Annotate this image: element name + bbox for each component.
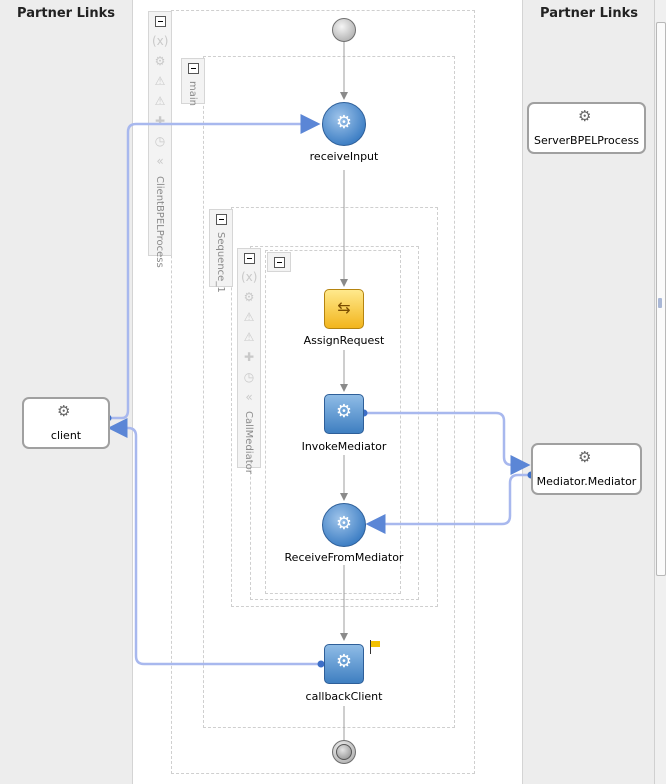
sequence-scope [231, 207, 438, 607]
assign-request-label: AssignRequest [303, 334, 385, 347]
rewind-icon[interactable]: « [245, 390, 253, 404]
collapse-main-button[interactable] [188, 63, 199, 74]
inner-sequence-scope [265, 250, 401, 594]
correlation-icon[interactable]: ⚙ [243, 290, 255, 304]
partner-links-left-title: Partner Links [17, 6, 115, 21]
partner-link-mediator[interactable]: ⚙ Mediator.Mediator [531, 443, 642, 495]
gear-partner-icon: ⚙ [578, 448, 592, 466]
callback-client-label: callbackClient [305, 690, 383, 703]
gear-partner-icon: ⚙ [57, 402, 71, 420]
gear-icon: ⚙ [335, 112, 353, 133]
fault-handler-icon[interactable]: ⚠ [243, 310, 255, 324]
collapse-process-button[interactable] [155, 16, 166, 27]
invoke-mediator-activity[interactable]: ⚙ [324, 394, 364, 434]
rewind-icon[interactable]: « [156, 154, 164, 168]
call-mediator-toolbar: (x) ⚙ ⚠ ⚠ ✚ ◷ « CallMediator [237, 248, 261, 474]
compensation-icon[interactable]: ✚ [243, 350, 255, 364]
partner-link-server-bpel-process[interactable]: ⚙ ServerBPELProcess [527, 102, 646, 154]
receive-from-mediator-label: ReceiveFromMediator [284, 551, 404, 564]
partner-link-client-label: client [50, 429, 82, 442]
flag-icon [371, 641, 380, 647]
alarm-icon[interactable]: ◷ [243, 370, 255, 384]
gear-icon: ⚙ [335, 513, 353, 534]
collapse-sequence-button[interactable] [216, 214, 227, 225]
collapse-inner-sequence-button[interactable] [274, 257, 285, 268]
alarm-icon[interactable]: ◷ [154, 134, 166, 148]
invoke-mediator-label: InvokeMediator [301, 440, 387, 453]
partner-link-mediator-label: Mediator.Mediator [536, 475, 637, 488]
partner-link-server-label: ServerBPELProcess [533, 134, 640, 147]
gear-partner-icon: ⚙ [578, 107, 592, 125]
event-handler-icon[interactable]: ⚠ [154, 94, 166, 108]
process-scope [171, 10, 475, 774]
partner-links-left-lane: Partner Links [0, 0, 133, 784]
scrollbar-grip-icon [658, 298, 662, 308]
receive-input-label: receiveInput [309, 150, 379, 163]
gear-icon: ⚙ [335, 651, 353, 672]
compensation-icon[interactable]: ✚ [154, 114, 166, 128]
event-handler-icon[interactable]: ⚠ [243, 330, 255, 344]
variables-icon[interactable]: (x) [152, 34, 169, 48]
variables-icon[interactable]: (x) [241, 270, 258, 284]
assign-icon: ⇆ [337, 298, 351, 317]
correlation-icon[interactable]: ⚙ [154, 54, 166, 68]
assign-request-activity[interactable]: ⇆ [324, 289, 364, 329]
partner-link-client[interactable]: ⚙ client [22, 397, 110, 449]
inner-sequence-toolbar [267, 252, 291, 272]
partner-links-right-title: Partner Links [540, 6, 638, 21]
callback-client-activity[interactable]: ⚙ [324, 644, 364, 684]
sequence-toolbar: Sequence_1 [209, 209, 233, 293]
process-toolbar: (x) ⚙ ⚠ ⚠ ✚ ◷ « ClientBPELProcess [148, 11, 172, 268]
end-inner-icon [336, 744, 352, 760]
gear-icon: ⚙ [335, 401, 353, 422]
collapse-call-mediator-button[interactable] [244, 253, 255, 264]
process-end-node[interactable] [332, 740, 356, 764]
receive-from-mediator-activity[interactable]: ⚙ [322, 503, 366, 547]
fault-handler-icon[interactable]: ⚠ [154, 74, 166, 88]
flag-pole-icon [370, 640, 371, 654]
main-scope [203, 56, 455, 728]
receive-input-activity[interactable]: ⚙ [322, 102, 366, 146]
main-toolbar: main [181, 58, 205, 106]
process-start-node[interactable] [332, 18, 356, 42]
